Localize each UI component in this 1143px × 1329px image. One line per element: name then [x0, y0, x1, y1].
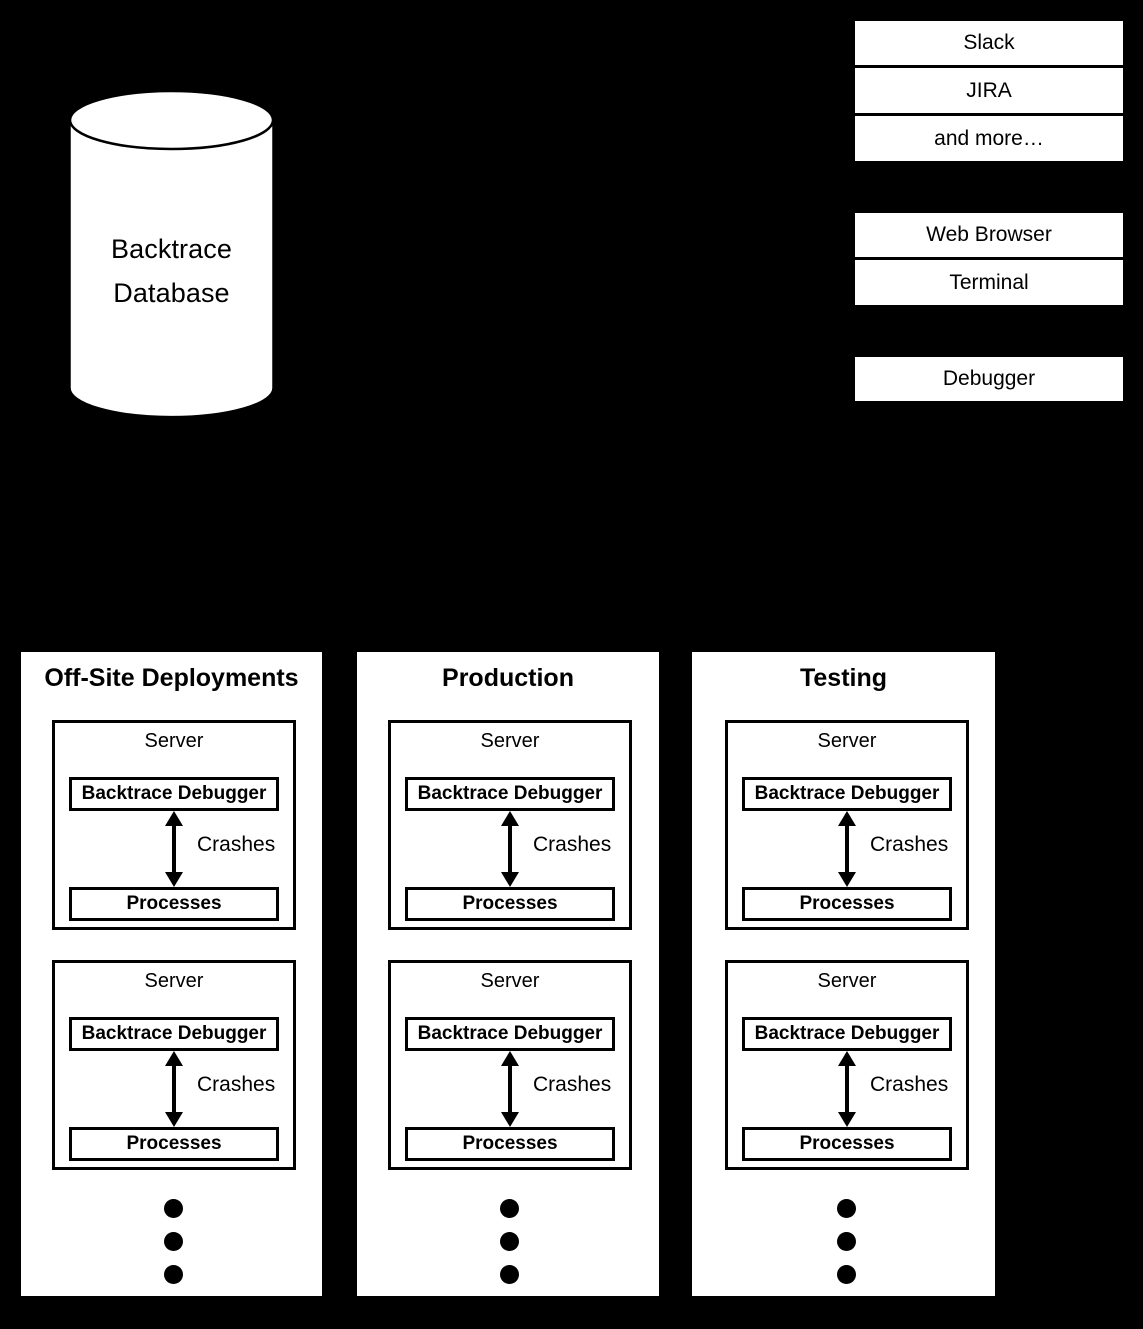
- server-block: Server Backtrace Debugger Crashes Proces…: [388, 720, 632, 930]
- crashes-arrow-label: Crashes: [197, 1073, 276, 1096]
- server-block: Server Backtrace Debugger Crashes Proces…: [725, 960, 969, 1170]
- crashes-arrow-icon: [160, 1051, 188, 1127]
- database-label-line1: Backtrace: [111, 234, 232, 264]
- database-label-line2: Database: [113, 277, 230, 308]
- environment-panel-off-site-deployments: Off-Site Deployments Server Backtrace De…: [21, 652, 322, 1296]
- server-title: Server: [480, 730, 540, 752]
- processes-box[interactable]: Processes: [405, 887, 615, 921]
- crashes-arrow-icon: [496, 811, 524, 887]
- ellipsis-dot: [837, 1265, 856, 1284]
- backtrace-debugger-box[interactable]: Backtrace Debugger: [405, 777, 615, 811]
- crashes-arrow-label: Crashes: [870, 833, 949, 856]
- more-servers-ellipsis-icon: [164, 1199, 183, 1284]
- server-title: Server: [480, 970, 540, 992]
- processes-box[interactable]: Processes: [69, 887, 279, 921]
- backtrace-debugger-box[interactable]: Backtrace Debugger: [405, 1017, 615, 1051]
- crashes-arrow-icon: [496, 1051, 524, 1127]
- processes-box[interactable]: Processes: [405, 1127, 615, 1161]
- crashes-arrow-icon: [833, 1051, 861, 1127]
- crashes-arrow-label: Crashes: [533, 1073, 612, 1096]
- client-box-terminal[interactable]: Terminal: [853, 259, 1125, 307]
- ellipsis-dot: [164, 1199, 183, 1218]
- backtrace-debugger-box[interactable]: Backtrace Debugger: [69, 1017, 279, 1051]
- processes-box[interactable]: Processes: [742, 1127, 952, 1161]
- ellipsis-dot: [837, 1199, 856, 1218]
- ellipsis-dot: [164, 1232, 183, 1251]
- processes-box[interactable]: Processes: [69, 1127, 279, 1161]
- ellipsis-dot: [500, 1265, 519, 1284]
- crashes-arrow-label: Crashes: [870, 1073, 949, 1096]
- database-cylinder-icon: [68, 90, 275, 418]
- environment-title-production: Production: [442, 664, 574, 692]
- client-box-web-browser[interactable]: Web Browser: [853, 211, 1125, 259]
- server-title: Server: [144, 970, 204, 992]
- server-block: Server Backtrace Debugger Crashes Proces…: [725, 720, 969, 930]
- ellipsis-dot: [837, 1232, 856, 1251]
- more-servers-ellipsis-icon: [500, 1199, 519, 1284]
- environment-panel-production: Production Server Backtrace Debugger Cra…: [357, 652, 659, 1296]
- ellipsis-dot: [500, 1199, 519, 1218]
- crashes-arrow-icon: [160, 811, 188, 887]
- integration-box-jira[interactable]: JIRA: [853, 67, 1125, 115]
- backtrace-debugger-box[interactable]: Backtrace Debugger: [69, 777, 279, 811]
- crashes-arrow-icon: [833, 811, 861, 887]
- more-servers-ellipsis-icon: [837, 1199, 856, 1284]
- ellipsis-dot: [164, 1265, 183, 1284]
- backtrace-debugger-box[interactable]: Backtrace Debugger: [742, 777, 952, 811]
- crashes-arrow-label: Crashes: [197, 833, 276, 856]
- crashes-arrow-label: Crashes: [533, 833, 612, 856]
- server-block: Server Backtrace Debugger Crashes Proces…: [52, 960, 296, 1170]
- environment-panel-testing: Testing Server Backtrace Debugger Crashe…: [692, 652, 995, 1296]
- database-label: Backtrace Database: [68, 228, 275, 315]
- environment-title-testing: Testing: [799, 664, 888, 692]
- ellipsis-dot: [500, 1232, 519, 1251]
- backtrace-debugger-box[interactable]: Backtrace Debugger: [742, 1017, 952, 1051]
- integration-box-and-more[interactable]: and more…: [853, 115, 1125, 163]
- environment-title-off-site-deployments: Off-Site Deployments: [44, 664, 299, 692]
- server-title: Server: [817, 730, 877, 752]
- integration-box-slack[interactable]: Slack: [853, 19, 1125, 67]
- processes-box[interactable]: Processes: [742, 887, 952, 921]
- server-block: Server Backtrace Debugger Crashes Proces…: [52, 720, 296, 930]
- server-title: Server: [817, 970, 877, 992]
- tool-box-debugger[interactable]: Debugger: [853, 355, 1125, 403]
- server-block: Server Backtrace Debugger Crashes Proces…: [388, 960, 632, 1170]
- server-title: Server: [144, 730, 204, 752]
